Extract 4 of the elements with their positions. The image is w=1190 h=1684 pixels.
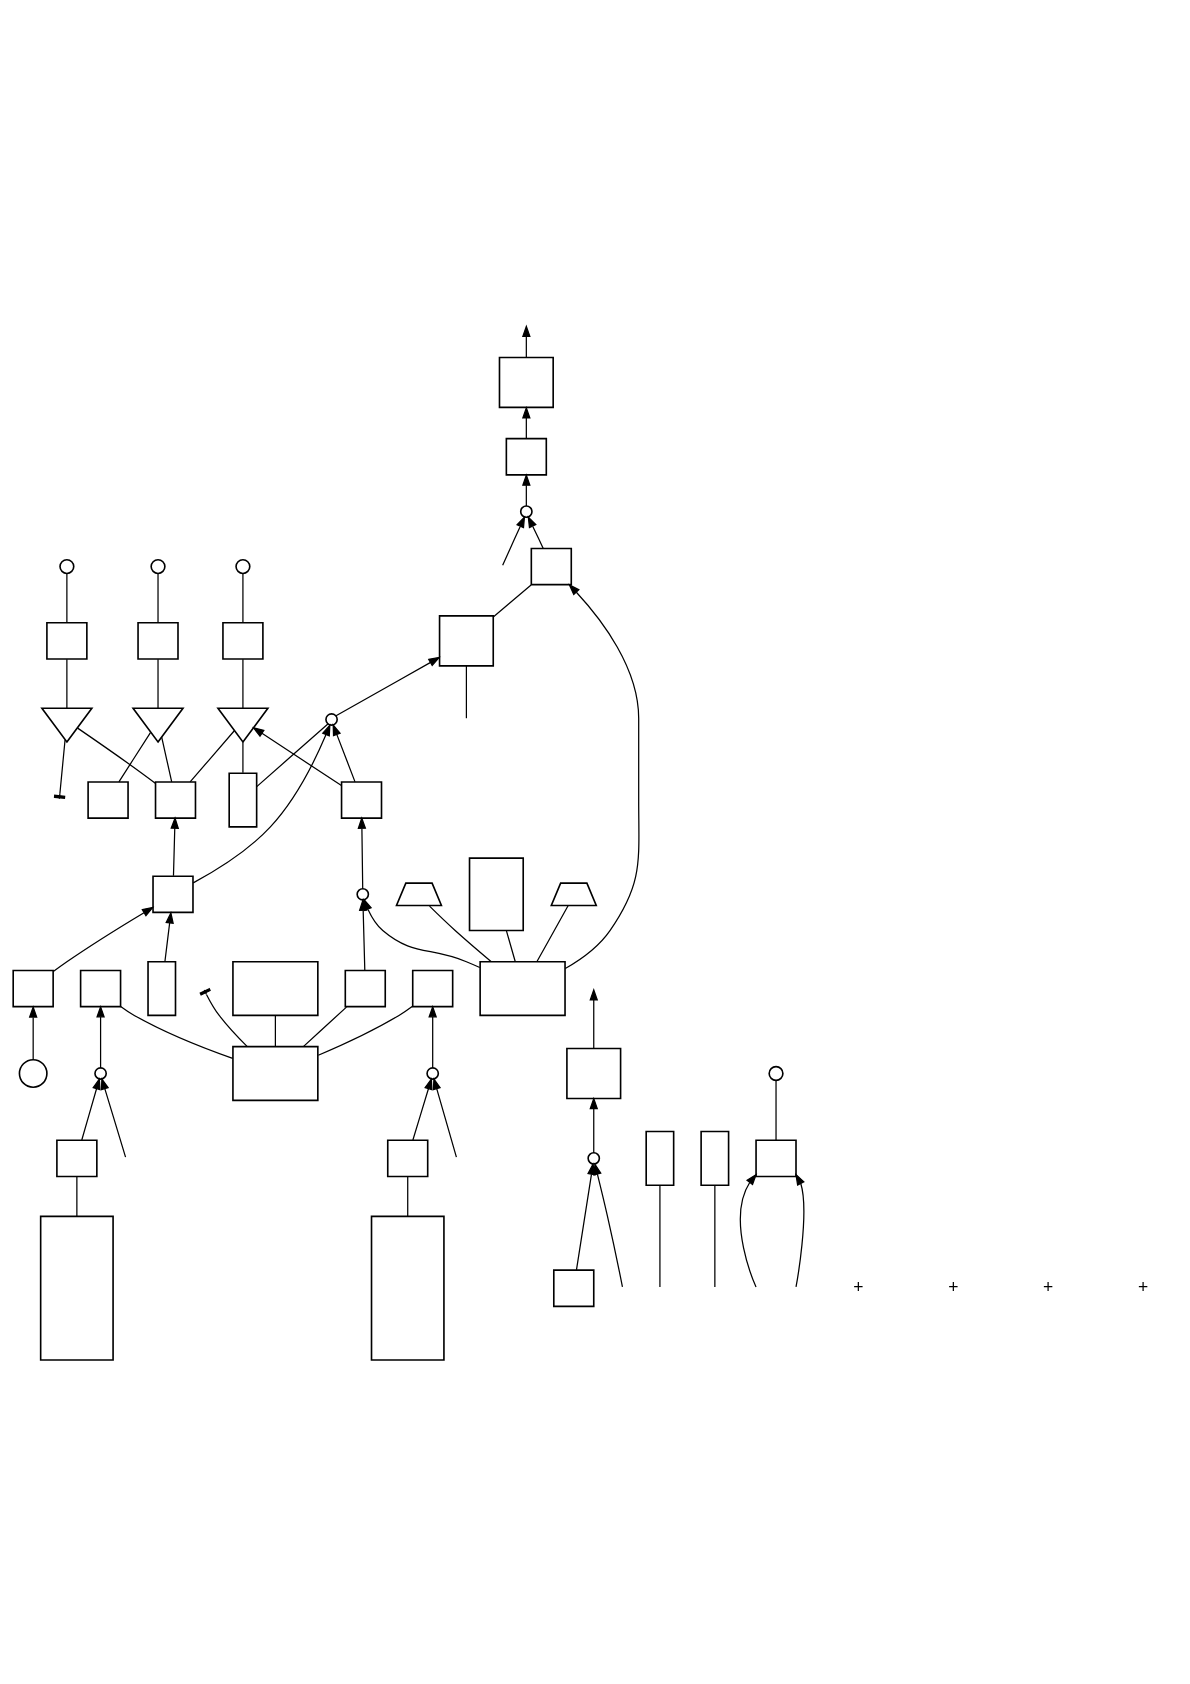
label: +: [1137, 1276, 1149, 1297]
label: +: [948, 1276, 959, 1297]
label: +: [853, 1276, 864, 1297]
label: +: [1043, 1276, 1054, 1297]
